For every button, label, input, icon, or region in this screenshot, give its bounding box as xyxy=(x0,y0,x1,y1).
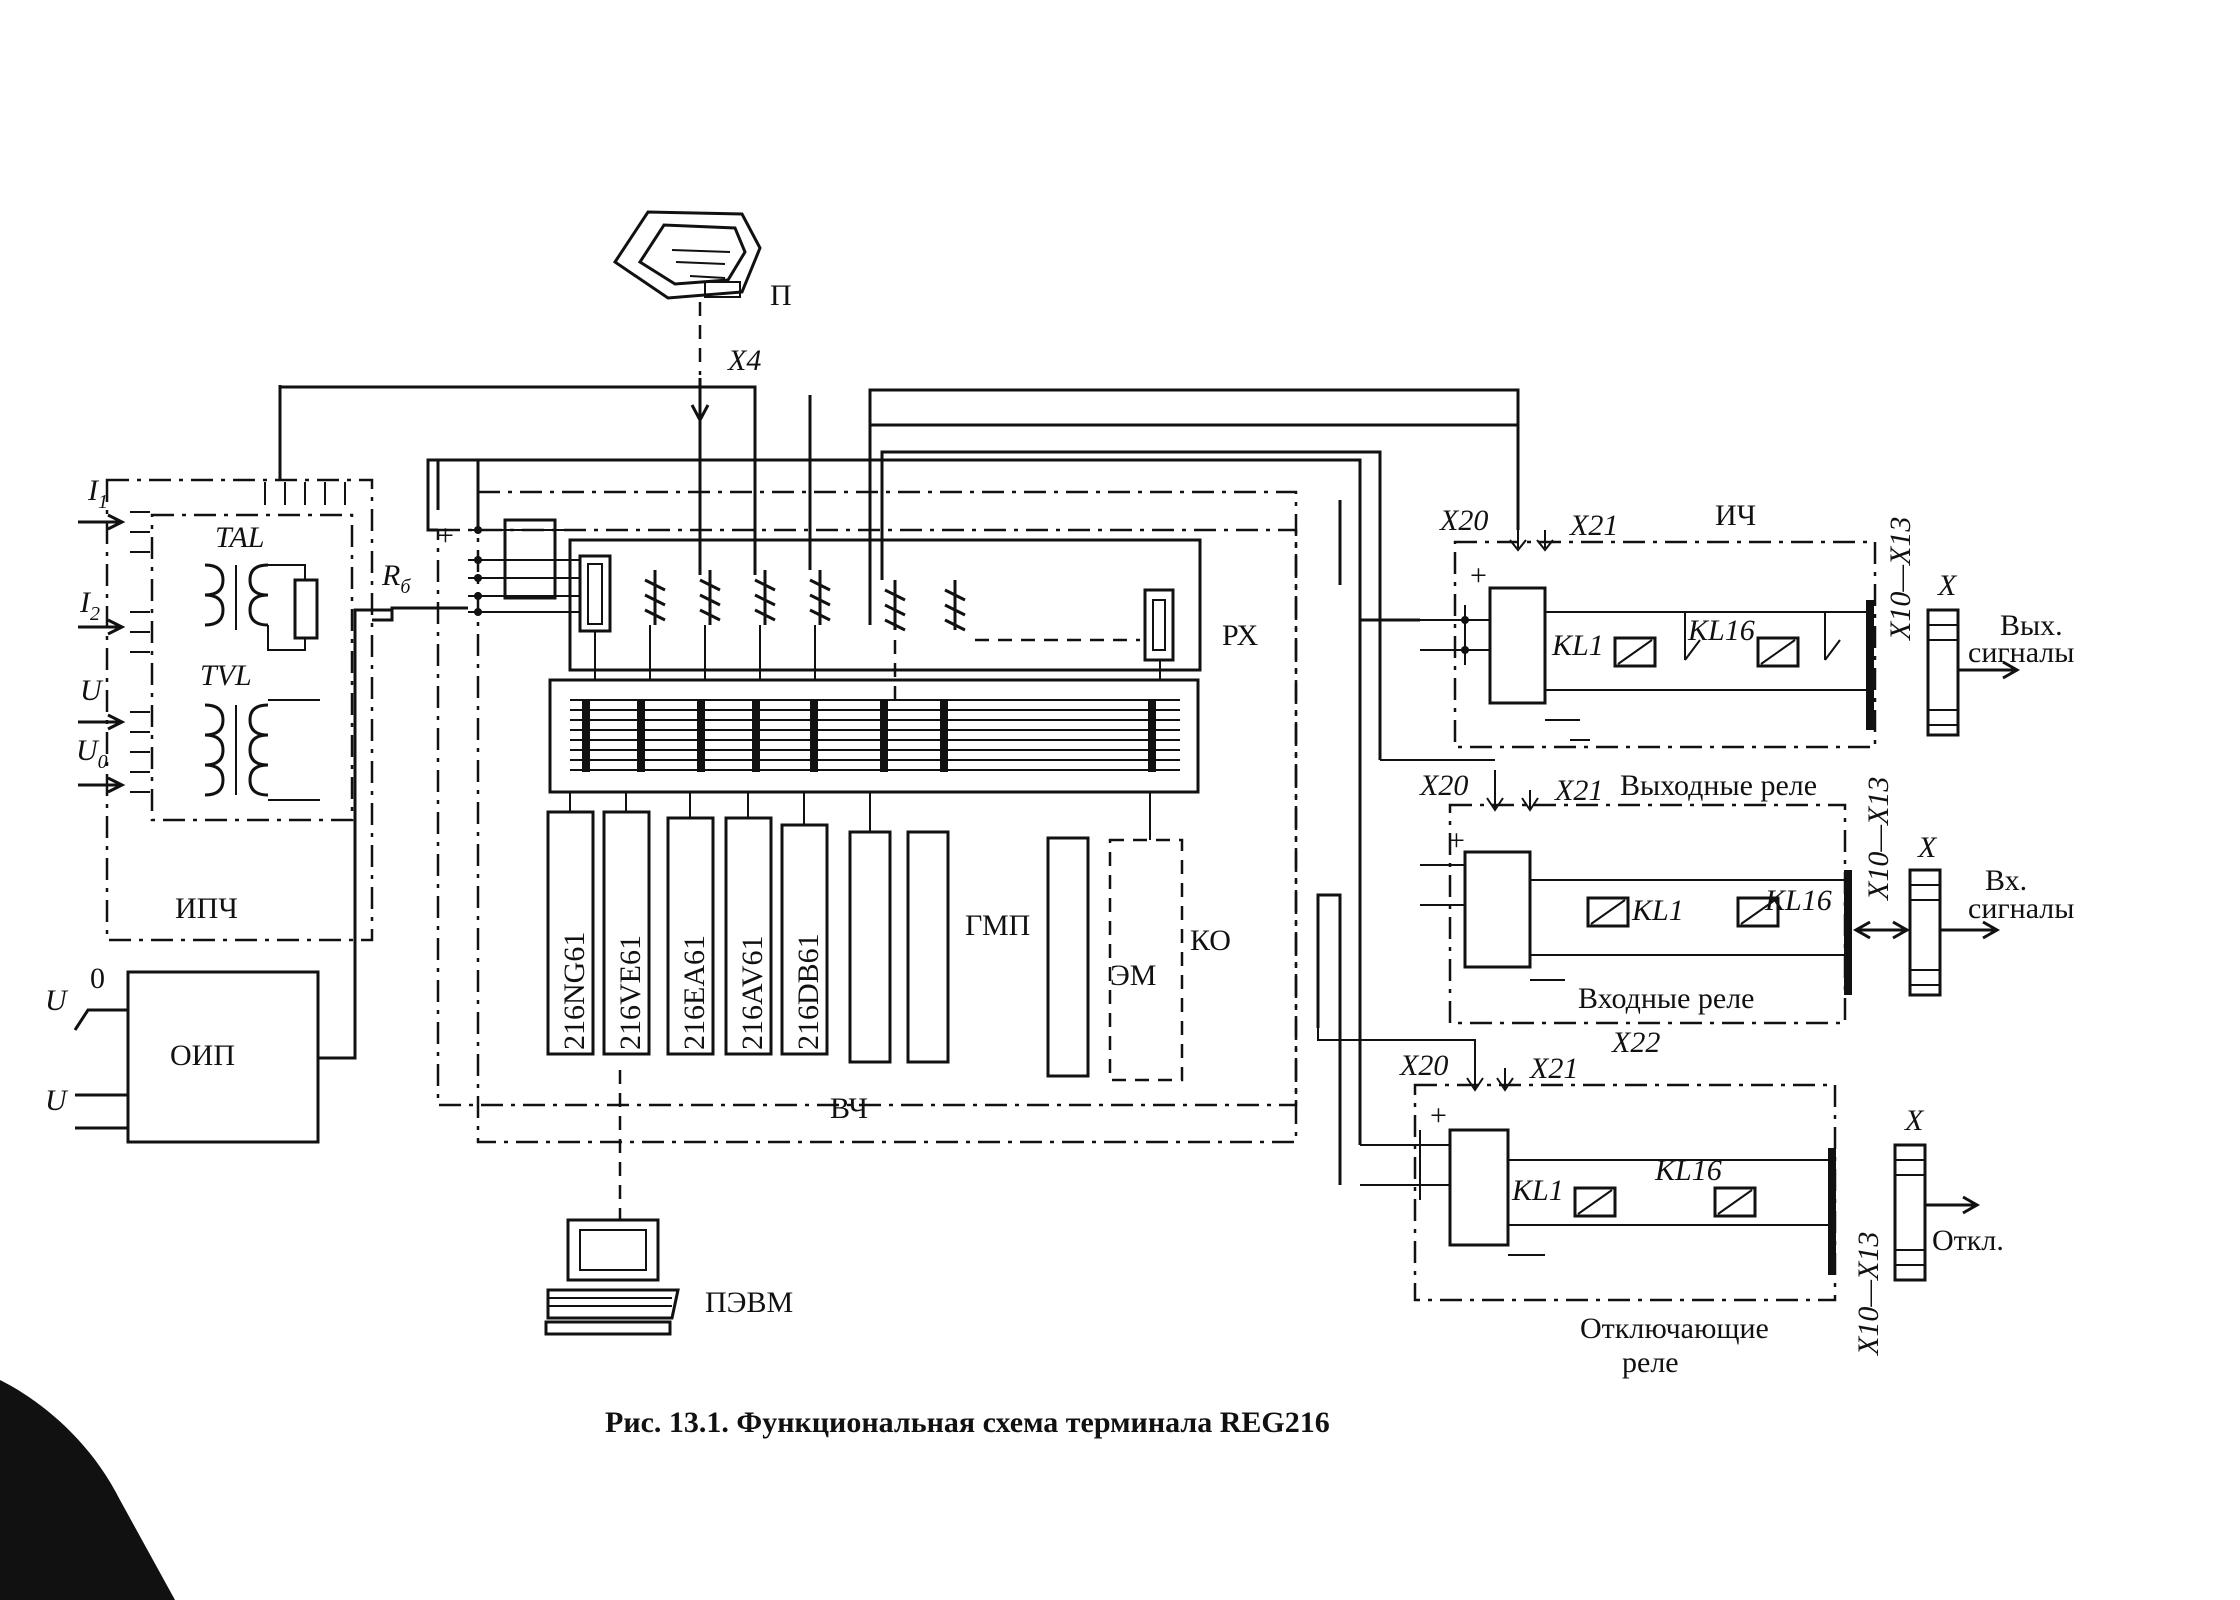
module-216ea61: 216EA61 xyxy=(678,935,711,1050)
tal-label: TAL xyxy=(215,521,264,554)
rg1-caption: Выходные реле xyxy=(1620,769,1817,802)
u-label: U xyxy=(80,674,104,707)
rg1-x1013: X10—X13 xyxy=(1884,517,1917,641)
module-216av61: 216AV61 xyxy=(736,936,769,1050)
i1-arrow xyxy=(78,513,126,531)
em-label: ЭМ xyxy=(1110,959,1156,992)
rg2-x22: X22 xyxy=(1611,1026,1660,1059)
rg1-x21: X21 xyxy=(1569,509,1618,542)
rg3-x20: X20 xyxy=(1399,1049,1448,1082)
plus-label: + xyxy=(437,519,454,552)
px-sockets xyxy=(644,570,966,632)
tal-transformer xyxy=(204,563,319,651)
rg2-x21: X21 xyxy=(1554,774,1603,807)
ipch-label: ИПЧ xyxy=(175,892,238,925)
rg2-x1013: X10—X13 xyxy=(1862,777,1895,901)
power-input-plugs xyxy=(426,458,580,616)
tvl-label: TVL xyxy=(200,659,252,692)
pevm-icon xyxy=(544,1218,680,1336)
px-connector xyxy=(578,554,612,633)
ipch-inner xyxy=(150,513,354,822)
px-label: РХ xyxy=(1222,619,1259,652)
printer-label: П xyxy=(770,279,792,312)
figure-caption: Рис. 13.1. Функциональная схема терминал… xyxy=(605,1406,1330,1439)
x4-label: X4 xyxy=(727,344,761,377)
rg2-x: X xyxy=(1917,831,1938,864)
u0-label: U0 xyxy=(76,734,108,773)
oip-label: ОИП xyxy=(170,1039,235,1072)
printer-icon xyxy=(612,210,762,300)
rg3-kl16: KL16 xyxy=(1654,1154,1722,1187)
ich-label: ИЧ xyxy=(1715,499,1756,532)
rg3-x: X xyxy=(1904,1104,1925,1137)
i2-label: I2 xyxy=(79,586,100,625)
ipch-block xyxy=(105,478,374,942)
rg2-signal1: Вх. xyxy=(1985,864,2027,897)
r6-label: Rб xyxy=(381,559,411,598)
rg2-signal2: сигналы xyxy=(1968,892,2074,925)
u-arrow xyxy=(78,713,126,731)
tvl-transformer xyxy=(204,699,320,801)
u0-arrow xyxy=(78,776,126,794)
vch-bus-block xyxy=(548,678,1200,794)
oip-u1-zero: 0 xyxy=(90,962,105,995)
vch-inner-frame xyxy=(476,490,1298,1144)
vch-bus-taps xyxy=(582,700,1156,772)
pevm-label: ПЭВМ xyxy=(705,1286,793,1319)
rg1-x: X xyxy=(1937,569,1958,602)
vch-label: ВЧ xyxy=(830,1092,868,1125)
rg3-caption1: Отключающие xyxy=(1580,1312,1769,1345)
relay-group-input: X20 X21 + KL1 KL16 X10—X13 X Вх. сигналы… xyxy=(1380,759,2074,1059)
rg2-x20: X20 xyxy=(1419,769,1468,802)
rg3-plus: + xyxy=(1430,1099,1447,1132)
module-216ng61: 216NG61 xyxy=(558,932,591,1050)
oip-block[interactable] xyxy=(126,970,320,1144)
scan-shadow xyxy=(0,1380,175,1600)
rg1-kl16: KL16 xyxy=(1687,614,1755,647)
px-block xyxy=(568,538,1202,672)
rg3-x1013: X10—X13 xyxy=(1852,1232,1885,1356)
relay-group-output: X20 X21 + KL1 KL16 X10—X13 X Вых. сигнал… xyxy=(1420,504,2074,802)
gmp-label: ГМП xyxy=(965,909,1030,942)
rg2-kl1: KL1 xyxy=(1631,894,1684,927)
module-216ve61: 216VE61 xyxy=(614,935,647,1050)
i1-label: I1 xyxy=(87,474,108,513)
relay-group-trip: X20 X21 + KL1 KL16 X10—X13 X Откл. Отклю… xyxy=(1317,1028,2004,1379)
rg1-signal2: сигналы xyxy=(1968,636,2074,669)
rg1-kl1: KL1 xyxy=(1551,629,1604,662)
rg1-plus: + xyxy=(1470,559,1487,592)
ipch-terminals xyxy=(130,482,346,793)
vch-bus-lines xyxy=(570,699,1180,771)
rg2-kl16: KL16 xyxy=(1764,884,1832,917)
rg1-signal1: Вых. xyxy=(2000,609,2063,642)
i2-arrow xyxy=(78,618,126,636)
rg3-signal1: Откл. xyxy=(1932,1224,2004,1257)
ko-label: КО xyxy=(1190,924,1231,957)
rg3-x21: X21 xyxy=(1529,1052,1578,1085)
oip-u1: U xyxy=(45,984,69,1017)
oip-u2: U xyxy=(45,1084,69,1117)
rg2-caption: Входные реле xyxy=(1578,982,1755,1015)
rg3-kl1: KL1 xyxy=(1511,1174,1564,1207)
rg3-caption2: реле xyxy=(1622,1346,1679,1379)
rg1-x20: X20 xyxy=(1439,504,1488,537)
ko-em-block xyxy=(1108,838,1184,1082)
rg2-plus: + xyxy=(1448,824,1465,857)
module-216db61: 216DB61 xyxy=(792,933,825,1050)
